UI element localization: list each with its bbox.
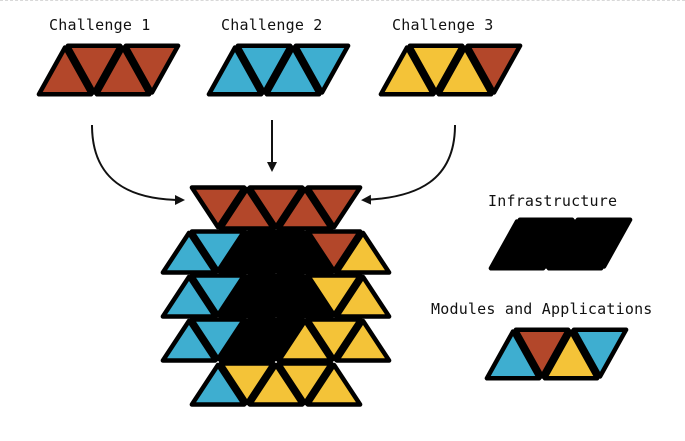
yellow-triangle [305, 273, 363, 318]
yellow-triangle [334, 230, 392, 275]
black-triangle [546, 219, 604, 271]
blue-triangle [189, 229, 247, 274]
blue-triangle [293, 43, 351, 95]
yellow-triangle [436, 45, 494, 97]
black-triangle [247, 317, 305, 362]
rust-triangle [189, 185, 247, 230]
infrastructure-label: Infrastructure [488, 192, 618, 210]
blue-triangle [189, 273, 247, 318]
black-triangle [517, 217, 575, 269]
rust-triangle [305, 229, 363, 274]
modules-and-applications-strip [484, 327, 629, 381]
rust-triangle [94, 45, 152, 97]
challenge-1-label: Challenge 1 [49, 16, 151, 34]
yellow-triangle [305, 362, 363, 407]
yellow-triangle [276, 318, 334, 363]
blue-triangle [189, 362, 247, 407]
rust-triangle [65, 43, 123, 95]
yellow-triangle [247, 362, 305, 407]
rust-triangle [305, 185, 363, 230]
blue-triangle [160, 230, 218, 275]
blue-triangle [484, 329, 542, 381]
black-triangle [247, 273, 305, 318]
challenge-3-label: Challenge 3 [392, 16, 494, 34]
challenge-2-strip [206, 43, 351, 97]
blue-triangle [189, 317, 247, 362]
black-triangle [276, 274, 334, 319]
black-triangle [488, 219, 546, 271]
rust-triangle [123, 43, 181, 95]
blue-triangle [160, 318, 218, 363]
arrows [91, 120, 456, 205]
yellow-triangle [218, 361, 276, 406]
yellow-triangle [334, 274, 392, 319]
curved-arrow-icon [361, 124, 456, 205]
rust-triangle [276, 186, 334, 231]
black-triangle [218, 318, 276, 363]
rust-triangle [465, 43, 523, 95]
rust-triangle [513, 327, 571, 379]
top-divider [0, 0, 685, 1]
challenge-3-strip [378, 43, 523, 97]
rust-triangle [36, 45, 94, 97]
challenge-2-label: Challenge 2 [221, 16, 323, 34]
challenge-1-strip [36, 43, 181, 97]
yellow-triangle [378, 45, 436, 97]
infrastructure-strip [488, 217, 633, 271]
blue-triangle [264, 45, 322, 97]
rust-triangle [247, 185, 305, 230]
yellow-triangle [407, 43, 465, 95]
curved-arrow-icon [91, 124, 185, 205]
rust-triangle [218, 186, 276, 231]
black-triangle [218, 274, 276, 319]
blue-triangle [235, 43, 293, 95]
blue-triangle [571, 327, 629, 379]
yellow-triangle [334, 318, 392, 363]
yellow-triangle [542, 329, 600, 381]
yellow-triangle [305, 317, 363, 362]
blue-triangle [206, 45, 264, 97]
modules-and-applications-label: Modules and Applications [431, 300, 653, 318]
black-triangle [276, 230, 334, 275]
yellow-triangle [276, 361, 334, 406]
black-triangle [575, 217, 633, 269]
blue-triangle [160, 274, 218, 319]
combined-hexagon [160, 185, 392, 407]
black-triangle [247, 229, 305, 274]
black-triangle [218, 230, 276, 275]
